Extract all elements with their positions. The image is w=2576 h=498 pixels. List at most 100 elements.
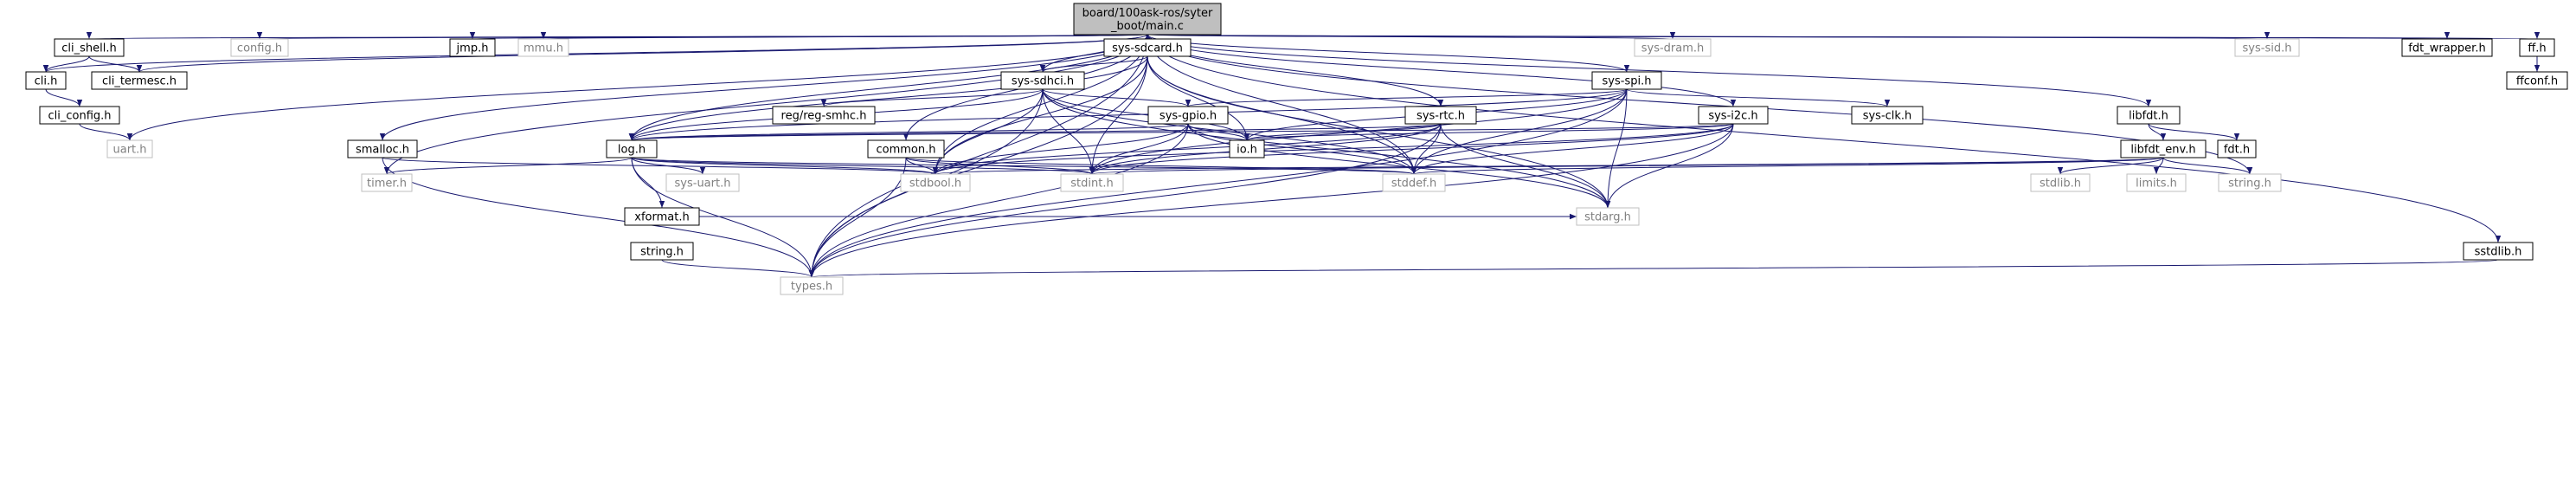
edge-cli_config-to-uart	[79, 123, 133, 141]
node-box	[1060, 173, 1124, 192]
node-cli[interactable]: cli.h	[25, 71, 67, 90]
node-sstdlib[interactable]: sstdlib.h	[2463, 242, 2534, 261]
node-box	[347, 139, 418, 158]
edge-sys_i2c-to-log	[629, 123, 1734, 141]
node-fdt[interactable]: fdt.h	[2217, 139, 2257, 158]
node-sys-sdhci[interactable]: sys-sdhci.h	[1000, 71, 1085, 90]
edge-common-to-types	[808, 157, 907, 278]
edge-libfdt_env-to-stddef	[1411, 157, 2164, 175]
node-sys-clk[interactable]: sys-clk.h	[1851, 106, 1924, 125]
edge-sys_spi-to-sys_clk	[1626, 88, 1890, 107]
node-common[interactable]: common.h	[867, 139, 945, 158]
node-box	[1382, 173, 1446, 192]
node-label: fdt.h	[2224, 144, 2250, 157]
node-cli-shell[interactable]: cli_shell.h	[54, 38, 125, 57]
node-box	[867, 139, 945, 158]
edge-sys_spi-to-sys_gpio	[1185, 88, 1628, 107]
node-label: sstdlib.h	[2475, 246, 2522, 259]
node-xformat[interactable]: xformat.h	[624, 207, 700, 226]
edge-log-to-stdbool	[631, 157, 938, 175]
node-sys-sdcard[interactable]: sys-sdcard.h	[1103, 38, 1192, 57]
node-box	[2506, 71, 2568, 90]
node-label: stdint.h	[1070, 178, 1113, 191]
node-reg-smhc[interactable]: reg/reg-smhc.h	[772, 106, 876, 125]
edge-main-to-smalloc	[379, 34, 1148, 141]
node-label: string.h	[640, 246, 684, 259]
edge-sys_gpio-to-log	[629, 123, 1189, 141]
edge-sys_rtc-to-types	[808, 123, 1442, 278]
node-libfdt[interactable]: libfdt.h	[2117, 106, 2181, 125]
node-box	[900, 173, 971, 192]
node-box	[449, 38, 496, 57]
node-box	[517, 38, 569, 57]
node-cli-config[interactable]: cli_config.h	[39, 106, 120, 125]
edge-sstdlib-to-types	[810, 259, 2499, 278]
node-box	[91, 71, 188, 90]
node-label: sys-sdcard.h	[1112, 42, 1183, 55]
edge-sys_sdcard-to-log	[628, 55, 1148, 141]
node-box	[361, 173, 413, 192]
node-stddef: stddef.h	[1382, 173, 1446, 192]
edge-sys_sdhci-to-stdarg	[1042, 88, 1611, 209]
node-log[interactable]: log.h	[606, 139, 658, 158]
node-label: limits.h	[2136, 178, 2177, 191]
node-jmp[interactable]: jmp.h	[449, 38, 496, 57]
edge-cli-to-cli_config	[45, 88, 83, 107]
node-label: cli_termesc.h	[102, 75, 177, 88]
node-box	[2120, 139, 2207, 158]
node-label: smalloc.h	[356, 144, 409, 157]
edge-log-to-timer	[384, 157, 633, 175]
node-label: ffconf.h	[2516, 75, 2558, 88]
node-sys-spi[interactable]: sys-spi.h	[1591, 71, 1662, 90]
node-label: libfdt.h	[2129, 110, 2168, 123]
node-label: stdlib.h	[2040, 178, 2081, 191]
node-box	[1698, 106, 1769, 125]
node-stdbool: stdbool.h	[900, 173, 971, 192]
node-string-h[interactable]: string.h	[630, 242, 694, 261]
node-config: config.h	[230, 38, 289, 57]
node-cli-termesc[interactable]: cli_termesc.h	[91, 71, 188, 90]
node-label: cli_config.h	[48, 110, 111, 123]
node-box	[1576, 207, 1640, 226]
node-smalloc[interactable]: smalloc.h	[347, 139, 418, 158]
node-box	[624, 207, 700, 226]
node-label: sys-sdhci.h	[1012, 75, 1074, 88]
edge-main-to-types	[808, 34, 1148, 278]
node-stdarg: stdarg.h	[1576, 207, 1640, 226]
node-fdt-wrapper[interactable]: fdt_wrapper.h	[2401, 38, 2493, 57]
node-label: _boot/main.c	[1110, 20, 1184, 33]
node-io[interactable]: io.h	[1229, 139, 1265, 158]
node-sys-gpio[interactable]: sys-gpio.h	[1147, 106, 1229, 125]
node-box	[106, 139, 153, 158]
node-main[interactable]: board/100ask-ros/syter_boot/main.c	[1073, 3, 1222, 36]
node-box	[630, 242, 694, 261]
edge-cli_shell-to-cli_termesc	[88, 55, 143, 73]
edge-main-to-cli_termesc	[137, 34, 1148, 73]
node-sys-rtc[interactable]: sys-rtc.h	[1404, 106, 1477, 125]
node-box	[1404, 106, 1477, 125]
node-types: types.h	[780, 276, 844, 295]
edge-sys_i2c-to-stddef	[1410, 123, 1734, 175]
node-label: cli_shell.h	[61, 42, 116, 55]
edge-main-to-timer	[383, 34, 1148, 175]
node-label: jmp.h	[456, 42, 489, 55]
node-ff[interactable]: ff.h	[2519, 38, 2555, 57]
edge-libfdt_env-to-stdlib	[2057, 157, 2164, 175]
edge-libfdt_env-to-stdint	[1089, 157, 2164, 175]
node-label: fdt_wrapper.h	[2408, 42, 2485, 55]
node-sys-i2c[interactable]: sys-i2c.h	[1698, 106, 1769, 125]
edge-sys_sdcard-to-sys_sdhci	[1039, 55, 1148, 73]
edge-sys_spi-to-types	[808, 88, 1628, 278]
edge-smalloc-to-stdbool	[382, 157, 938, 175]
edge-sys_sdcard-to-stdarg	[1147, 55, 1611, 209]
node-box	[1103, 38, 1192, 57]
edge-common-to-stdint	[905, 157, 1095, 175]
edge-sys_sdhci-to-reg_smhc	[821, 88, 1044, 107]
node-label: sys-spi.h	[1603, 75, 1652, 88]
edge-main-to-mmu	[543, 31, 1148, 40]
node-box	[2218, 173, 2282, 192]
node-libfdt-env[interactable]: libfdt_env.h	[2120, 139, 2207, 158]
node-label: uart.h	[112, 144, 146, 157]
node-ffconf[interactable]: ffconf.h	[2506, 71, 2568, 90]
node-uart: uart.h	[106, 139, 153, 158]
